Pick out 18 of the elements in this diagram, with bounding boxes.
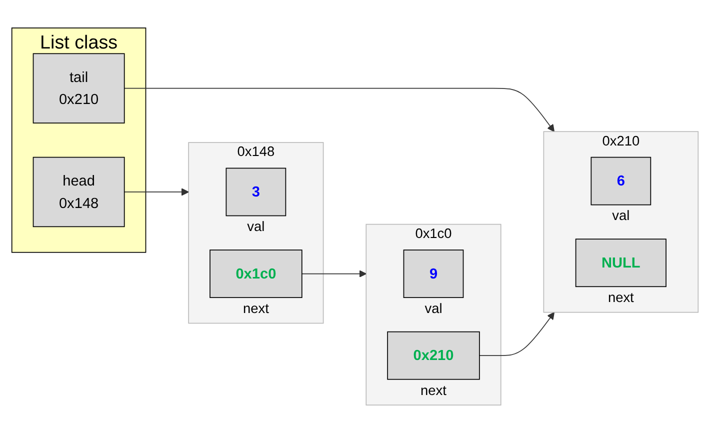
field-label: val xyxy=(612,208,630,223)
node-box: 0x210 xyxy=(386,330,480,380)
arrow xyxy=(123,87,554,132)
arrow xyxy=(300,270,366,278)
field-label: next xyxy=(420,382,446,398)
arrow xyxy=(123,188,188,196)
node-box: 6 xyxy=(590,156,651,205)
node-box: NULL xyxy=(574,238,666,287)
node-box: 9 xyxy=(402,249,464,298)
field-label: next xyxy=(607,290,634,305)
node-box: tail 0x210 xyxy=(32,52,124,123)
field-label: next xyxy=(242,300,268,316)
arrow xyxy=(478,311,554,356)
node-box: 0x1c0 xyxy=(209,249,302,298)
field-label: val xyxy=(246,218,264,234)
node-box: head 0x148 xyxy=(32,156,124,227)
field-label: val xyxy=(424,300,442,316)
node-box: 3 xyxy=(225,167,286,216)
